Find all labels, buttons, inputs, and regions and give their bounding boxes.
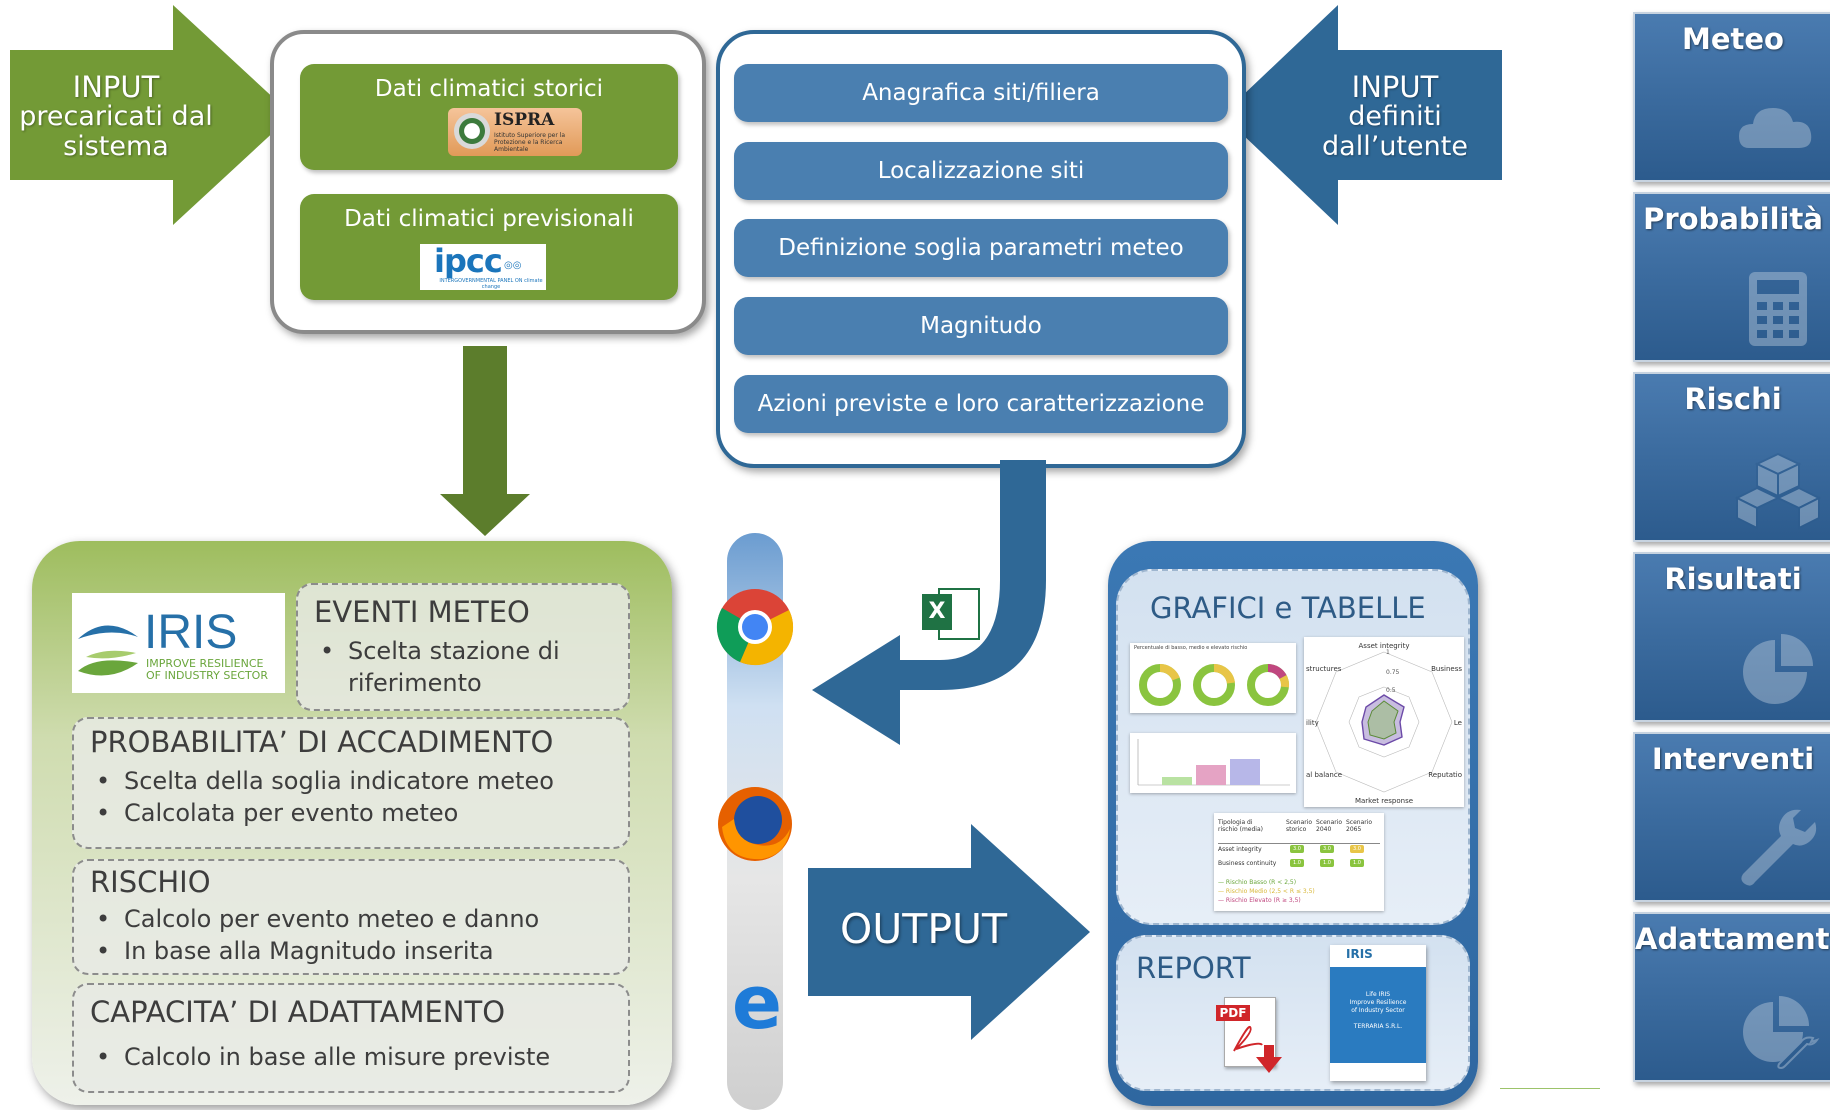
divider-line xyxy=(1500,1088,1600,1089)
firefox-icon xyxy=(718,787,792,861)
edge-icon: e xyxy=(732,960,782,1046)
svg-text:structures: structures xyxy=(1306,665,1342,673)
eventi-meteo-panel: EVENTI METEO Scelta stazione di riferime… xyxy=(296,583,630,711)
wrench-icon xyxy=(1741,809,1817,886)
cloud-icon xyxy=(1739,108,1812,148)
sidebar-tile-adattamento[interactable]: Adattamento xyxy=(1633,912,1830,1082)
user-input-localizzazione: Localizzazione siti xyxy=(734,142,1228,200)
iris-leaf-icon xyxy=(78,625,138,676)
output-label: OUTPUT xyxy=(840,905,1008,953)
sidebar-tile-meteo[interactable]: Meteo xyxy=(1633,12,1830,182)
down-arrow-green xyxy=(440,346,530,536)
rischio-panel: RISCHIO Calcolo per evento meteo e danno… xyxy=(72,859,630,975)
output-arrow xyxy=(808,824,1090,1040)
svg-text:al balance: al balance xyxy=(1306,771,1342,779)
user-input-soglia: Definizione soglia parametri meteo xyxy=(734,219,1228,277)
chrome-icon xyxy=(716,589,794,666)
historical-climate-data: Dati climatici storici ISPRA Istituto Su… xyxy=(300,64,678,170)
donut-charts xyxy=(1139,663,1290,706)
forecast-climate-data: Dati climatici previsionali ipcc ◎◎ INTE… xyxy=(300,194,678,300)
svg-text:Reputatio: Reputatio xyxy=(1428,771,1462,779)
risk-table-card: Tipologia di rischio (media) Scenario st… xyxy=(1214,813,1384,911)
svg-text:0.75: 0.75 xyxy=(1386,669,1400,676)
radar-chart-card: Asset integrity Business Le Reputatio Ma… xyxy=(1304,637,1464,807)
report-cover: IRIS Life IRIS Improve Resilience of Ind… xyxy=(1330,945,1426,1081)
climate-data-box: Dati climatici storici ISPRA Istituto Su… xyxy=(270,30,706,334)
sidebar-tile-rischi[interactable]: Rischi xyxy=(1633,372,1830,542)
sidebar-tile-risultati[interactable]: Risultati xyxy=(1633,552,1830,722)
input-left-arrow xyxy=(10,5,292,225)
output-box: GRAFICI e TABELLE Percentuale di basso, … xyxy=(1108,541,1478,1106)
user-input-azioni: Azioni previste e loro caratterizzazione xyxy=(734,375,1228,433)
svg-text:Market response: Market response xyxy=(1355,797,1413,805)
probabilita-panel: PROBABILITA’ DI ACCADIMENTO Scelta della… xyxy=(72,717,630,849)
bar-chart-card xyxy=(1130,733,1296,793)
svg-text:Business: Business xyxy=(1431,665,1462,673)
grafici-tabelle-panel: GRAFICI e TABELLE Percentuale di basso, … xyxy=(1116,569,1470,925)
svg-text:e: e xyxy=(732,960,782,1046)
input-left-label: INPUT precaricati dal sistema xyxy=(19,70,213,162)
svg-text:1: 1 xyxy=(1386,649,1390,656)
svg-text:Le: Le xyxy=(1454,719,1462,727)
calculator-icon xyxy=(1749,272,1807,346)
excel-icon: X xyxy=(922,588,980,640)
svg-text:ility: ility xyxy=(1306,719,1319,727)
input-right-label: INPUT definiti dall’utente xyxy=(1322,70,1468,162)
user-input-anagrafica: Anagrafica siti/filiera xyxy=(734,64,1228,122)
radar-chart: Asset integrity Business Le Reputatio Ma… xyxy=(1306,642,1462,805)
input-right-arrow xyxy=(1222,5,1502,225)
curved-blue-arrow xyxy=(812,460,1046,745)
pie-wrench-icon xyxy=(1743,996,1820,1070)
svg-text:Asset integrity: Asset integrity xyxy=(1359,642,1410,650)
pdf-icon: PDF xyxy=(1216,997,1282,1073)
report-panel: REPORT PDF IRIS Life IRIS Improve Resili… xyxy=(1116,935,1470,1091)
svg-text:0.5: 0.5 xyxy=(1386,687,1396,694)
pie-chart-icon xyxy=(1743,634,1813,704)
table-row: Business continuity xyxy=(1218,860,1277,867)
donut-chart-card: Percentuale di basso, medio e elevato ri… xyxy=(1130,643,1296,713)
boxes-icon xyxy=(1735,452,1821,530)
user-input-magnitudo: Magnitudo xyxy=(734,297,1228,355)
user-inputs-box: Anagrafica siti/filiera Localizzazione s… xyxy=(716,30,1246,468)
bar-chart xyxy=(1137,739,1290,786)
sidebar-tile-probabilita[interactable]: Probabilità xyxy=(1633,192,1830,362)
ipcc-logo: ipcc ◎◎ INTERGOVERNMENTAL PANEL ON clima… xyxy=(420,242,546,290)
ispra-logo: ISPRA Istituto Superiore per la Protezio… xyxy=(448,108,582,156)
sidebar-tile-interventi[interactable]: Interventi xyxy=(1633,732,1830,902)
capacita-panel: CAPACITA’ DI ADATTAMENTO Calcolo in base… xyxy=(72,983,630,1093)
table-row: Asset integrity xyxy=(1218,846,1262,853)
